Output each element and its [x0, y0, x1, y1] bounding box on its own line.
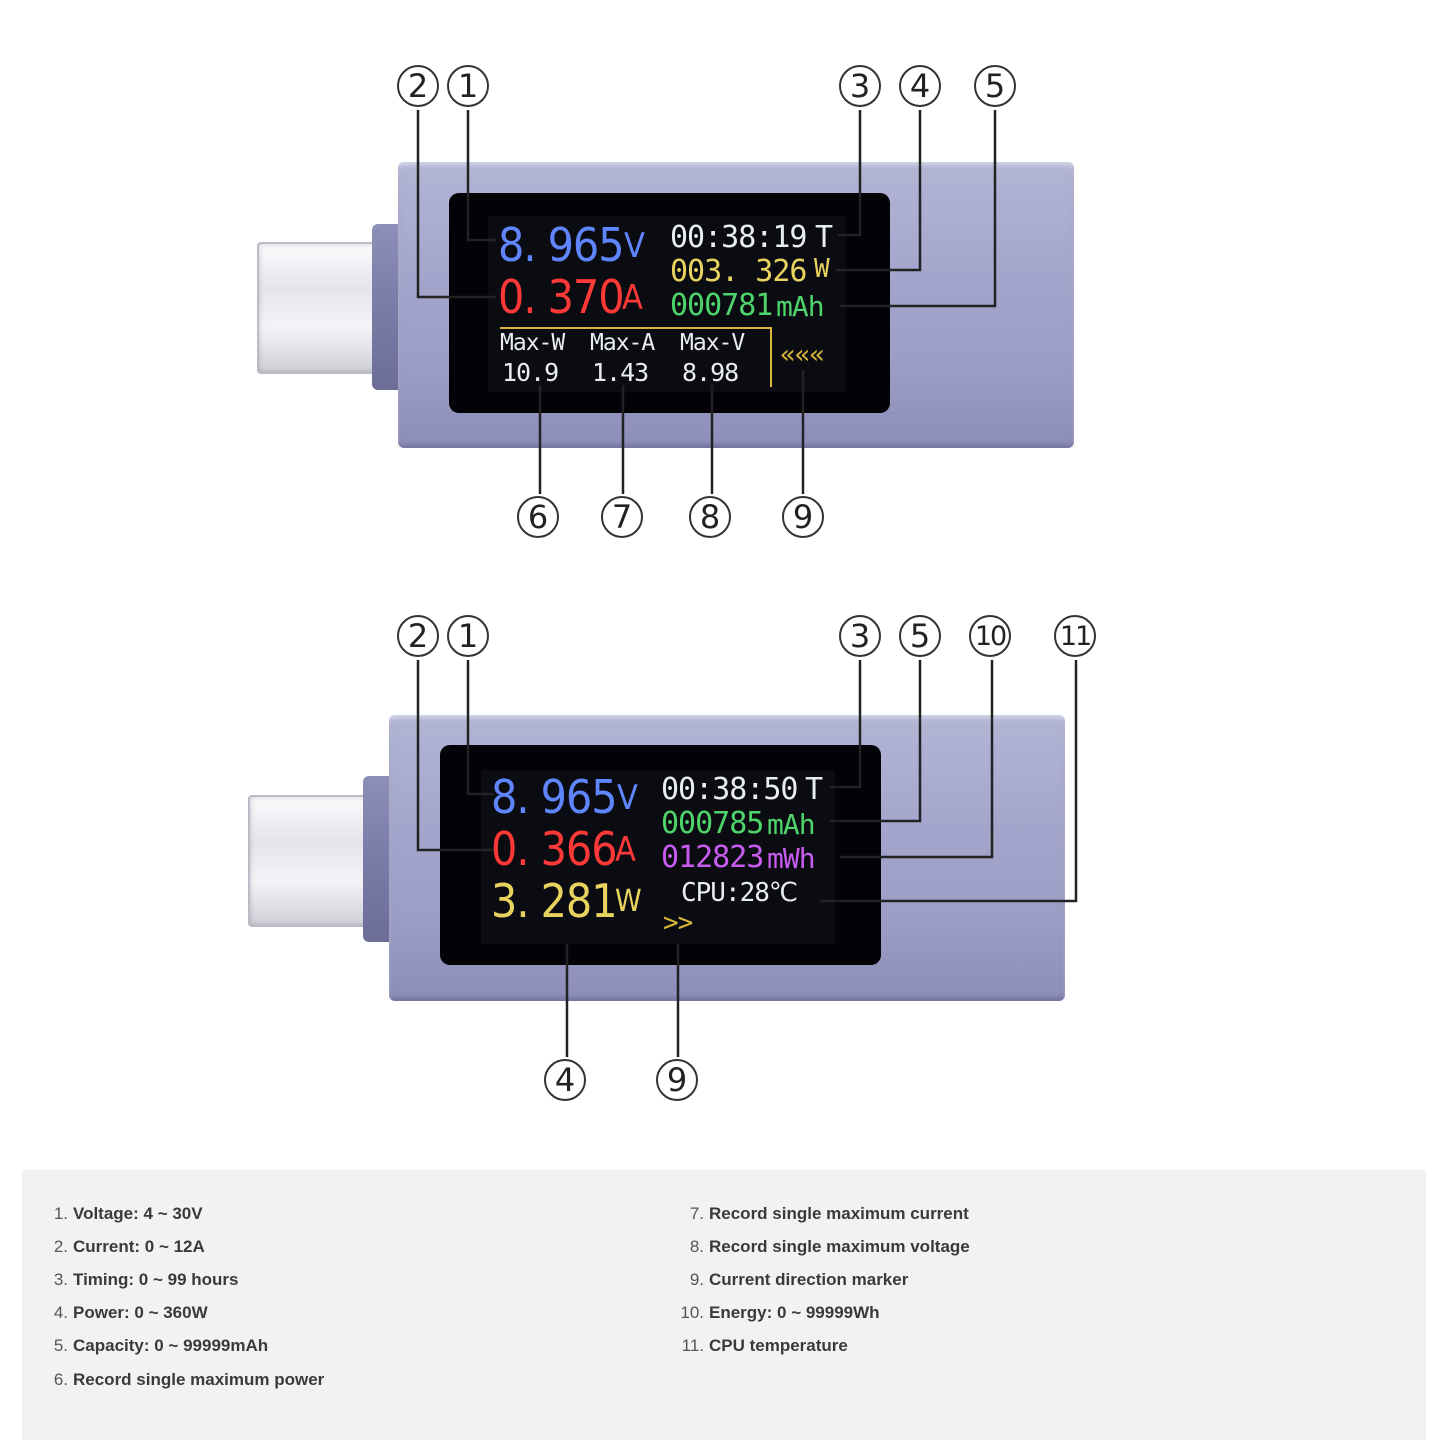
power-unit: W	[615, 884, 642, 919]
max-a-value: 1.43	[592, 358, 649, 387]
max-v-value: 8.98	[682, 358, 739, 387]
callout-10: 10	[969, 615, 1011, 657]
callout-3: 3	[839, 615, 881, 657]
max-panel-side-divider	[770, 327, 772, 387]
legend-item-max-current: 7.Record single maximum current	[689, 1204, 969, 1223]
callout-4: 4	[544, 1059, 586, 1101]
legend-item-energy: 10.Energy: 0 ~ 99999Wh	[680, 1303, 880, 1322]
usb-c-plug	[257, 242, 381, 374]
legend-item-max-voltage: 8.Record single maximum voltage	[689, 1237, 970, 1256]
callout-6: 6	[517, 496, 559, 538]
power-value: 003. 326	[670, 254, 807, 289]
callout-9: 9	[782, 496, 824, 538]
callout-3: 3	[839, 65, 881, 107]
legend-item-power: 4.Power: 0 ~ 360W	[53, 1303, 208, 1322]
callout-2: 2	[397, 65, 439, 107]
callout-8: 8	[689, 496, 731, 538]
timer-value: 00:38:50	[661, 772, 798, 807]
max-w-value: 10.9	[502, 358, 559, 387]
max-panel-divider	[500, 327, 770, 329]
direction-marker: «««	[780, 340, 825, 370]
callout-7: 7	[601, 496, 643, 538]
callout-2: 2	[397, 615, 439, 657]
max-a-label: Max-A	[590, 330, 655, 356]
callout-4: 4	[899, 65, 941, 107]
callout-1: 1	[447, 65, 489, 107]
usb-c-plug	[248, 795, 372, 927]
callout-1: 1	[447, 615, 489, 657]
energy-value: 012823	[661, 840, 764, 875]
timer-unit: T	[815, 220, 833, 255]
legend-item-current: 2.Current: 0 ~ 12A	[53, 1237, 205, 1256]
legend-item-max-power: 6.Record single maximum power	[53, 1370, 325, 1389]
voltage-unit: V	[624, 226, 645, 266]
callout-5: 5	[974, 65, 1016, 107]
voltage-value: 8. 965	[491, 770, 618, 824]
current-unit: A	[615, 830, 636, 870]
energy-unit: mWh	[767, 842, 816, 875]
callout-5: 5	[899, 615, 941, 657]
direction-marker: >>	[663, 908, 693, 938]
legend-item-timing: 3.Timing: 0 ~ 99 hours	[53, 1270, 239, 1289]
feature-legend: 1.Voltage: 4 ~ 30V 2.Current: 0 ~ 12A 3.…	[22, 1170, 1426, 1440]
capacity-unit: mAh	[767, 808, 816, 841]
power-unit: W	[814, 254, 830, 284]
voltage-unit: V	[617, 778, 638, 818]
max-v-label: Max-V	[680, 330, 745, 356]
legend-item-capacity: 5.Capacity: 0 ~ 99999mAh	[53, 1336, 269, 1355]
legend-item-voltage: 1.Voltage: 4 ~ 30V	[53, 1204, 203, 1223]
timer-unit: T	[805, 772, 823, 807]
capacity-value: 000785	[661, 806, 764, 841]
legend-item-cpu-temperature: 11.CPU temperature	[681, 1336, 848, 1355]
callout-9: 9	[656, 1059, 698, 1101]
current-unit: A	[622, 278, 643, 318]
capacity-unit: mAh	[776, 290, 825, 323]
lcd-screen: 8. 965 V 0. 366 A 3. 281 W 00:38:50 T 00…	[481, 770, 835, 944]
power-value: 3. 281	[491, 874, 618, 928]
timer-value: 00:38:19	[670, 220, 807, 255]
current-value: 0. 370	[498, 270, 625, 324]
voltage-value: 8. 965	[498, 218, 625, 272]
lcd-screen: 8. 965 V 0. 370 A 00:38:19 T 003. 326 W …	[488, 216, 846, 392]
max-w-label: Max-W	[500, 330, 565, 356]
callout-11: 11	[1054, 615, 1096, 657]
legend-item-direction-marker: 9.Current direction marker	[689, 1270, 909, 1289]
current-value: 0. 366	[491, 822, 618, 876]
cpu-temperature: CPU:28℃	[681, 878, 798, 908]
capacity-value: 000781	[670, 288, 773, 323]
